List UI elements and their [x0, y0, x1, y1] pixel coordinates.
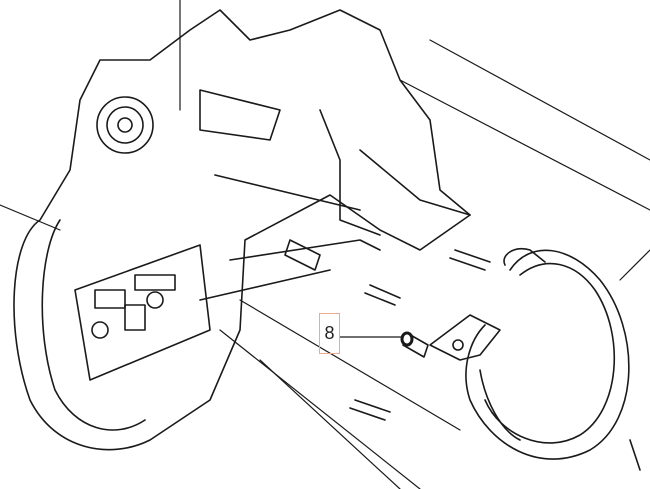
brake-band-part — [429, 247, 641, 471]
callout-label-8[interactable]: 8 — [319, 313, 340, 354]
pin-part-8 — [400, 331, 429, 358]
pins — [284, 239, 491, 421]
housing-part — [13, 9, 471, 451]
